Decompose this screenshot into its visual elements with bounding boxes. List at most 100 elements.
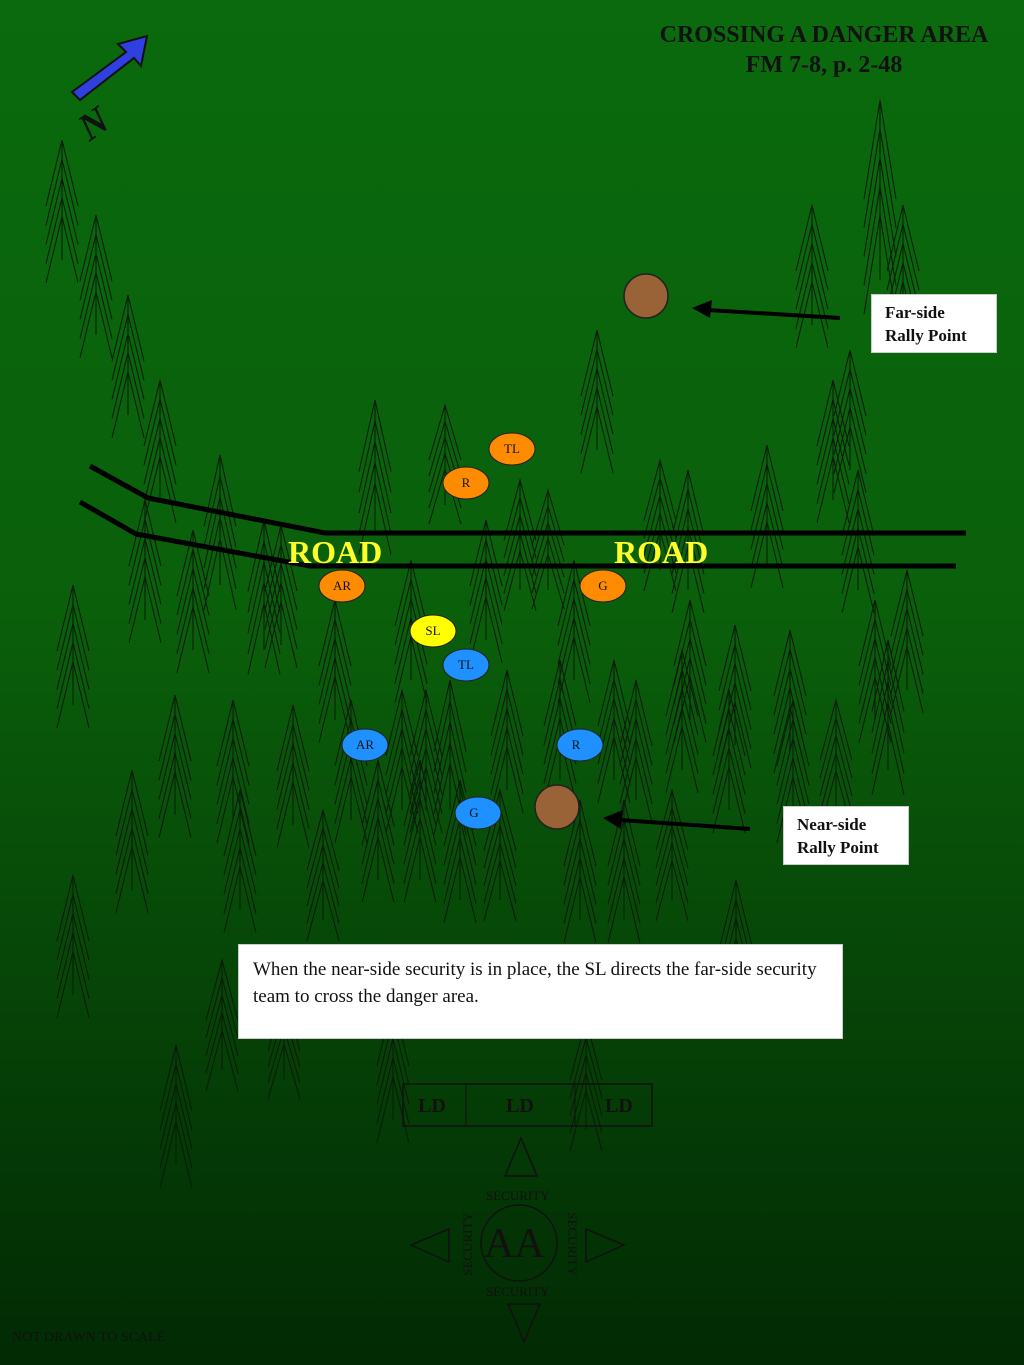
- pine-tree-icon: [115, 769, 149, 913]
- soldier-near-tl-label: TL: [458, 657, 474, 672]
- soldier-far-r-label: R: [461, 475, 471, 490]
- pine-tree-icon: [490, 669, 524, 813]
- soldier-near-g: [454, 796, 502, 830]
- far-rally-arrow: [707, 308, 841, 320]
- far-side-rally-point: [623, 273, 669, 319]
- security-label-top: SECURITY: [486, 1188, 550, 1203]
- ld-label-3: LD: [605, 1095, 633, 1117]
- far-rally-arrowhead-icon: [692, 300, 712, 318]
- pine-tree-icon: [385, 689, 419, 833]
- pine-tree-icon: [665, 649, 699, 793]
- security-triangle-right-icon: [585, 1227, 626, 1264]
- pine-tree-icon: [597, 659, 631, 803]
- pine-tree-icon: [890, 569, 924, 713]
- far-side-rally-line-1: Far-side: [885, 303, 945, 322]
- pine-tree-icon: [619, 679, 653, 823]
- soldier-far-g: [579, 569, 627, 603]
- pine-tree-icon: [176, 529, 210, 673]
- near-rally-arrow: [619, 818, 751, 831]
- pine-tree-icon: [718, 624, 752, 768]
- soldier-near-g-label: G: [469, 805, 479, 820]
- soldier-far-tl: [488, 432, 536, 466]
- north-arrow-icon: [70, 34, 149, 102]
- soldier-near-r-label: R: [571, 737, 581, 752]
- pine-tree-icon: [428, 403, 462, 525]
- pine-tree-icon: [871, 639, 905, 795]
- pine-tree-icon: [247, 519, 281, 675]
- soldier-far-g-label: G: [598, 578, 608, 593]
- pine-tree-icon: [863, 99, 897, 315]
- pine-tree-icon: [159, 1044, 193, 1188]
- pine-tree-icon: [776, 699, 810, 843]
- soldier-near-tl: [442, 648, 490, 682]
- road-edge-south: [78, 499, 956, 569]
- pine-tree-icon: [531, 488, 565, 610]
- soldier-far-r: [442, 466, 490, 500]
- pine-tree-icon: [158, 694, 192, 838]
- assembly-area-circle: [480, 1204, 558, 1282]
- tree-layer: [45, 99, 924, 1188]
- soldier-far-ar-label: AR: [332, 578, 352, 593]
- title-line-1: CROSSING A DANGER AREA: [659, 22, 989, 48]
- pine-tree-icon: [361, 759, 395, 903]
- pine-tree-icon: [580, 329, 614, 473]
- caption-box: When the near-side security is in place,…: [238, 944, 843, 1039]
- pine-tree-icon: [557, 559, 591, 703]
- pine-tree-icon: [276, 704, 310, 848]
- pine-tree-icon: [223, 789, 257, 933]
- soldier-far-tl-label: TL: [504, 441, 520, 456]
- security-triangle-bottom-icon: [506, 1303, 542, 1344]
- pine-tree-icon: [334, 699, 368, 843]
- pine-tree-icon: [643, 458, 677, 592]
- security-label-left: SECURITY: [460, 1212, 475, 1276]
- pine-tree-icon: [503, 478, 537, 612]
- near-side-rally-point: [534, 784, 580, 830]
- pine-tree-icon: [128, 499, 162, 643]
- road-label-left: ROAD: [288, 534, 383, 570]
- pine-tree-icon: [45, 139, 79, 283]
- pine-tree-icon: [833, 349, 867, 493]
- soldier-far-ar: [318, 569, 366, 603]
- near-side-rally-line-1: Near-side: [797, 815, 867, 834]
- pine-tree-icon: [655, 788, 689, 922]
- pine-tree-icon: [56, 584, 90, 728]
- ld-label-2: LD: [506, 1095, 534, 1117]
- pine-tree-icon: [358, 399, 392, 555]
- pine-tree-icon: [409, 689, 443, 833]
- assembly-area-label: AA: [484, 1221, 545, 1267]
- pine-tree-icon: [403, 759, 437, 903]
- near-side-rally-label: Near-side Rally Point: [783, 806, 909, 865]
- road-edge-north: [88, 463, 966, 536]
- soldier-near-ar-label: AR: [355, 737, 375, 752]
- pine-tree-icon: [819, 698, 853, 832]
- security-label-right: SECURITY: [565, 1212, 580, 1276]
- pine-tree-icon: [56, 874, 90, 1018]
- pine-tree-icon: [216, 699, 250, 843]
- far-side-rally-line-2: Rally Point: [885, 326, 967, 345]
- road-label-right: ROAD: [614, 534, 709, 570]
- footer-note: NOT DRAWN TO SCALE: [12, 1330, 166, 1345]
- diagram-title: CROSSING A DANGER AREA FM 7-8, p. 2-48: [624, 20, 1024, 80]
- pine-tree-icon: [79, 214, 113, 358]
- pine-tree-icon: [306, 808, 340, 942]
- ld-label-1: LD: [418, 1095, 446, 1117]
- pine-tree-icon: [205, 958, 239, 1092]
- soldier-near-ar: [341, 728, 389, 762]
- title-line-2: FM 7-8, p. 2-48: [745, 52, 903, 78]
- far-side-rally-label: Far-side Rally Point: [871, 294, 997, 353]
- near-side-rally-line-2: Rally Point: [797, 838, 879, 857]
- near-rally-arrowhead-icon: [603, 810, 623, 829]
- pine-tree-icon: [607, 799, 641, 943]
- pine-tree-icon: [469, 519, 503, 663]
- soldier-near-r: [556, 728, 604, 762]
- pine-tree-icon: [111, 294, 145, 438]
- security-label-bottom: SECURITY: [486, 1284, 550, 1299]
- security-triangle-left-icon: [409, 1227, 450, 1264]
- pine-tree-icon: [203, 454, 237, 610]
- pine-tree-icon: [795, 204, 829, 348]
- pine-tree-icon: [816, 379, 850, 523]
- pine-tree-icon: [858, 599, 892, 743]
- ld-box: [402, 1083, 653, 1127]
- pine-tree-icon: [673, 599, 707, 743]
